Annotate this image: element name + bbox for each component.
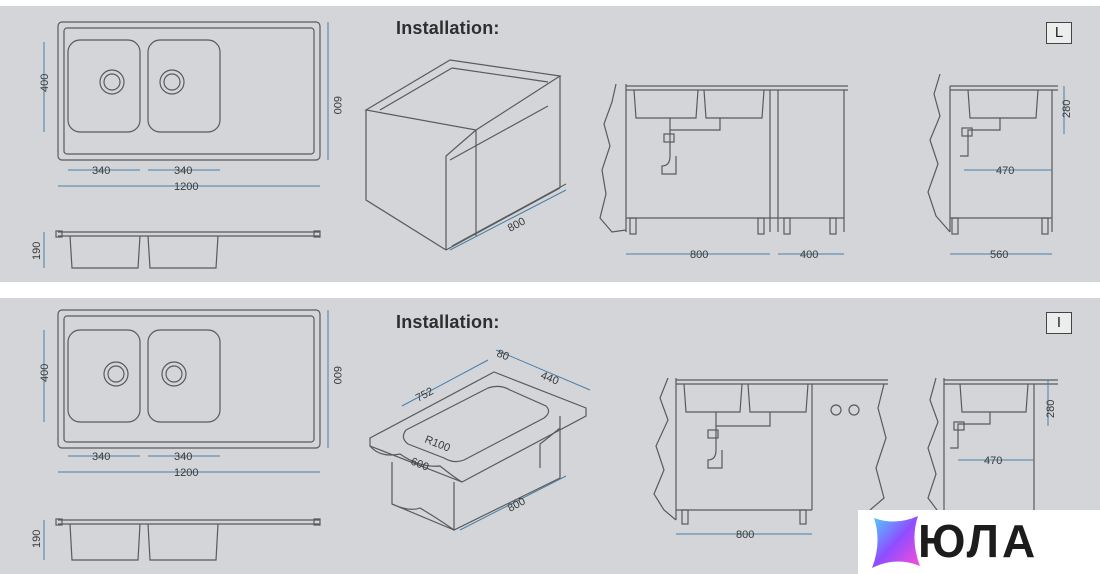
installation-title-bottom: Installation: — [396, 312, 500, 332]
variant-mark-bottom: I — [1046, 312, 1072, 334]
cabinet-iso — [364, 59, 567, 251]
bottom-drawing: 400 600 340 340 1200 190 752 80 440 R100… — [31, 309, 1058, 561]
dim-side-width: 560 — [990, 249, 1008, 261]
sink-side-view — [55, 230, 321, 269]
dim-cutout-length: 752 — [414, 385, 436, 404]
top-drawing: 400 600 340 340 1200 190 800 800 400 280… — [31, 21, 1073, 269]
sink-top-view — [57, 309, 321, 449]
dim-drain-offset: 470 — [996, 165, 1014, 177]
dim-bowl-height: 400 — [39, 364, 51, 382]
dim-cabinet-depth: 800 — [506, 215, 528, 234]
dim-bowl2-width: 340 — [174, 165, 192, 177]
dim-siphon-height: 280 — [1045, 400, 1057, 418]
dim-bowl2-width: 340 — [174, 451, 192, 463]
countertop-iso — [369, 371, 587, 531]
dim-top-depth: 600 — [409, 456, 431, 474]
dim-cabinet1-width: 800 — [690, 249, 708, 261]
dim-cabinet-depth: 800 — [506, 495, 528, 514]
dim-depth: 190 — [31, 242, 43, 260]
dim-depth: 190 — [31, 530, 43, 548]
logo-star-icon — [872, 516, 920, 568]
dim-bowl1-width: 340 — [92, 165, 110, 177]
dim-edge-offset: 80 — [495, 348, 511, 364]
dim-bowl1-width: 340 — [92, 451, 110, 463]
dim-cutout-width: 440 — [539, 370, 561, 388]
top-panel: 400 600 340 340 1200 190 800 800 400 280… — [0, 6, 1100, 282]
dim-cabinet-width: 800 — [736, 529, 754, 541]
dim-cabinet2-width: 400 — [800, 249, 818, 261]
dim-sink-width: 600 — [331, 366, 343, 384]
variant-mark-top: L — [1046, 22, 1072, 44]
dim-total-length: 1200 — [174, 181, 198, 193]
front-installation — [599, 83, 848, 235]
installation-title-top: Installation: — [396, 18, 500, 38]
dim-sink-width: 600 — [331, 96, 343, 114]
logo-text: ЮЛА — [918, 515, 1039, 567]
dim-bowl-height: 400 — [39, 74, 51, 92]
dim-siphon-height: 280 — [1061, 100, 1073, 118]
front-installation — [653, 377, 888, 525]
dim-total-length: 1200 — [174, 467, 198, 479]
sink-side-view — [55, 518, 321, 561]
dim-drain-offset: 470 — [984, 455, 1002, 467]
sink-top-view — [57, 21, 321, 161]
side-installation — [927, 73, 1058, 235]
side-installation — [927, 377, 1058, 515]
